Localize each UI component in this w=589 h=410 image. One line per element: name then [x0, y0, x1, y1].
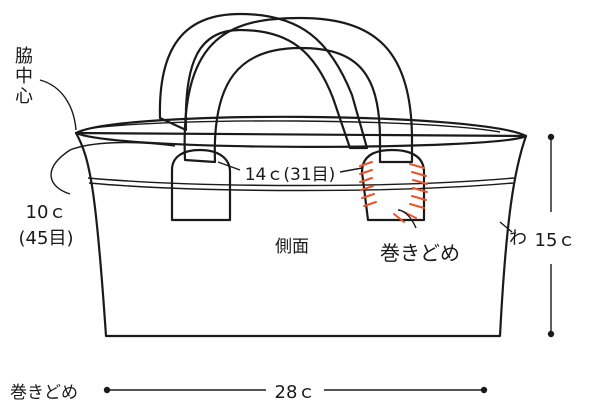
back-handle — [158, 12, 369, 150]
height-label: 15ｃ — [535, 230, 576, 251]
handle-span-line-right — [339, 167, 363, 173]
legend-whipstitch-label: 巻きどめ — [10, 383, 78, 403]
rim-inner-line — [91, 120, 501, 133]
handle-span-label: 14ｃ(31目) — [245, 165, 336, 185]
panel-label: 側面 — [275, 237, 309, 257]
bag-body — [74, 131, 528, 338]
side-center-label-2: 中 — [15, 66, 33, 87]
side-center-leader — [39, 79, 77, 131]
bag-rim — [74, 115, 528, 148]
side-center-label-1: 脇 — [15, 46, 33, 67]
handle-tab-left — [170, 148, 232, 222]
side-center-label-3: 心 — [15, 86, 33, 107]
side-stitches-label: (45目) — [19, 228, 74, 249]
height-dimension — [499, 133, 555, 338]
handle-tab-right — [360, 148, 426, 222]
whipstitch-leader — [397, 209, 417, 229]
height-prefix-label: わ — [509, 228, 527, 249]
side-width-leader — [50, 141, 176, 195]
whipstitch-marks — [359, 161, 428, 223]
width-dimension — [103, 386, 488, 394]
front-handle — [183, 16, 414, 164]
band-line-bottom — [88, 182, 514, 192]
side-width-label: 10ｃ — [26, 202, 67, 223]
whipstitch-label: 巻きどめ — [380, 241, 460, 265]
band-line-top — [87, 177, 515, 187]
handle-span-line — [217, 161, 241, 171]
width-label: 28ｃ — [275, 382, 316, 403]
